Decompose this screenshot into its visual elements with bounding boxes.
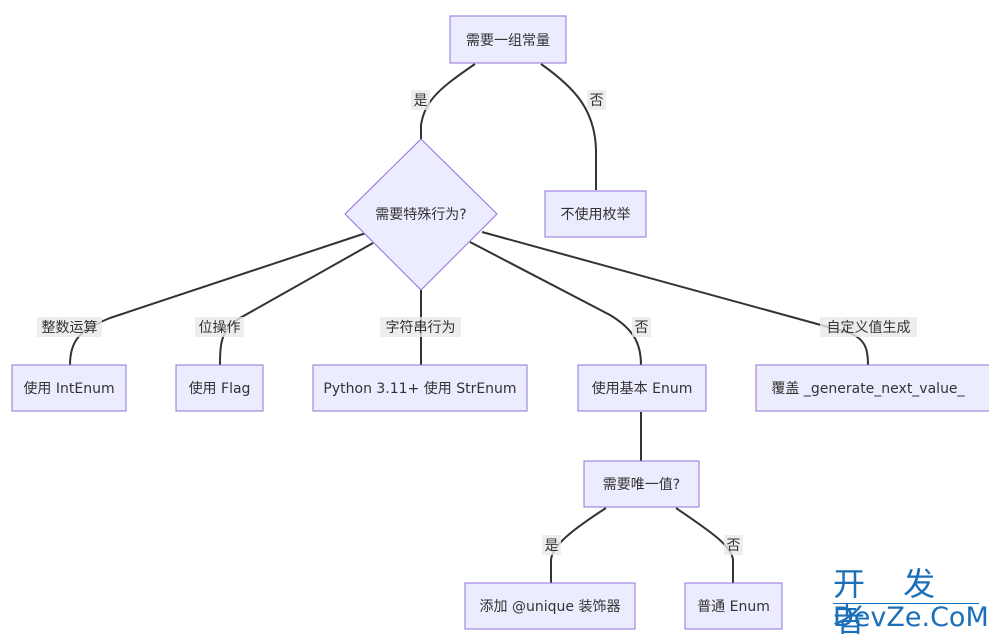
svg-text:Python 3.11+ 使用 StrEnum: Python 3.11+ 使用 StrEnum xyxy=(323,380,516,397)
svg-text:是: 是 xyxy=(545,538,559,554)
node-use-flag[interactable]: 使用 Flag xyxy=(175,364,264,412)
svg-text:使用 Flag: 使用 Flag xyxy=(189,380,251,397)
svg-text:添加 @unique 装饰器: 添加 @unique 装饰器 xyxy=(480,599,621,615)
svg-text:覆盖 _generate_next_value_: 覆盖 _generate_next_value_ xyxy=(771,381,965,397)
watermark-cn: 开 发 者 xyxy=(833,565,950,639)
edge-label-int-ops: 整数运算 xyxy=(37,317,102,337)
watermark-en: DevZe.CoM xyxy=(833,602,989,633)
svg-text:否: 否 xyxy=(635,320,649,336)
edge-label-string: 字符串行为 xyxy=(380,317,461,337)
svg-text:需要特殊行为?: 需要特殊行为? xyxy=(375,207,466,223)
svg-text:自定义值生成: 自定义值生成 xyxy=(827,320,911,336)
svg-text:否: 否 xyxy=(727,538,741,554)
node-plain-enum[interactable]: 普通 Enum xyxy=(684,582,783,630)
svg-text:是: 是 xyxy=(414,93,428,109)
edge-special-to-override xyxy=(481,231,869,366)
node-need-unique[interactable]: 需要唯一值? xyxy=(583,460,700,508)
nodes: 需要一组常量 需要特殊行为? 不使用枚举 使用 IntEnum 使用 Flag … xyxy=(11,15,989,630)
node-override-generate[interactable]: 覆盖 _generate_next_value_ xyxy=(755,364,989,412)
watermark-divider xyxy=(833,603,979,604)
edge-label-yes-2: 是 xyxy=(542,535,561,555)
svg-text:不使用枚举: 不使用枚举 xyxy=(561,206,631,223)
edge-label-no-3: 否 xyxy=(724,535,743,555)
edge-label-no-1: 否 xyxy=(587,90,606,110)
svg-text:需要一组常量: 需要一组常量 xyxy=(466,33,550,49)
svg-text:整数运算: 整数运算 xyxy=(42,320,98,336)
edge-constants-to-noenum xyxy=(540,63,597,190)
svg-text:需要唯一值?: 需要唯一值? xyxy=(603,477,680,493)
edge-special-to-intenum xyxy=(69,232,367,366)
node-use-basic-enum[interactable]: 使用基本 Enum xyxy=(577,364,707,412)
node-use-intenum[interactable]: 使用 IntEnum xyxy=(11,364,127,412)
edge-label-custom-gen: 自定义值生成 xyxy=(820,317,917,337)
edge-label-bit-ops: 位操作 xyxy=(195,317,244,337)
edge-label-yes-1: 是 xyxy=(411,90,430,110)
edges xyxy=(69,63,869,583)
node-use-strenum[interactable]: Python 3.11+ 使用 StrEnum xyxy=(312,364,528,412)
edge-special-to-flag xyxy=(219,242,374,366)
svg-text:位操作: 位操作 xyxy=(199,320,241,336)
edge-constants-to-special xyxy=(420,63,476,140)
node-special-behavior-decision[interactable]: 需要特殊行为? xyxy=(344,138,498,291)
svg-text:普通 Enum: 普通 Enum xyxy=(697,599,770,615)
svg-text:使用 IntEnum: 使用 IntEnum xyxy=(23,380,114,397)
edge-label-no-2: 否 xyxy=(632,317,651,337)
edge-special-to-basic xyxy=(469,241,642,366)
node-add-unique[interactable]: 添加 @unique 装饰器 xyxy=(464,582,636,630)
edge-unique-to-add xyxy=(550,507,607,583)
node-no-enum[interactable]: 不使用枚举 xyxy=(544,190,647,238)
edge-unique-to-plain xyxy=(675,507,734,583)
svg-text:否: 否 xyxy=(590,93,604,109)
svg-text:字符串行为: 字符串行为 xyxy=(386,320,456,336)
svg-text:使用基本 Enum: 使用基本 Enum xyxy=(592,380,693,397)
edge-labels: 是 否 整数运算 位操作 字符串行为 否 自定义值生成 是 xyxy=(37,90,917,555)
node-need-constants[interactable]: 需要一组常量 xyxy=(449,15,567,64)
